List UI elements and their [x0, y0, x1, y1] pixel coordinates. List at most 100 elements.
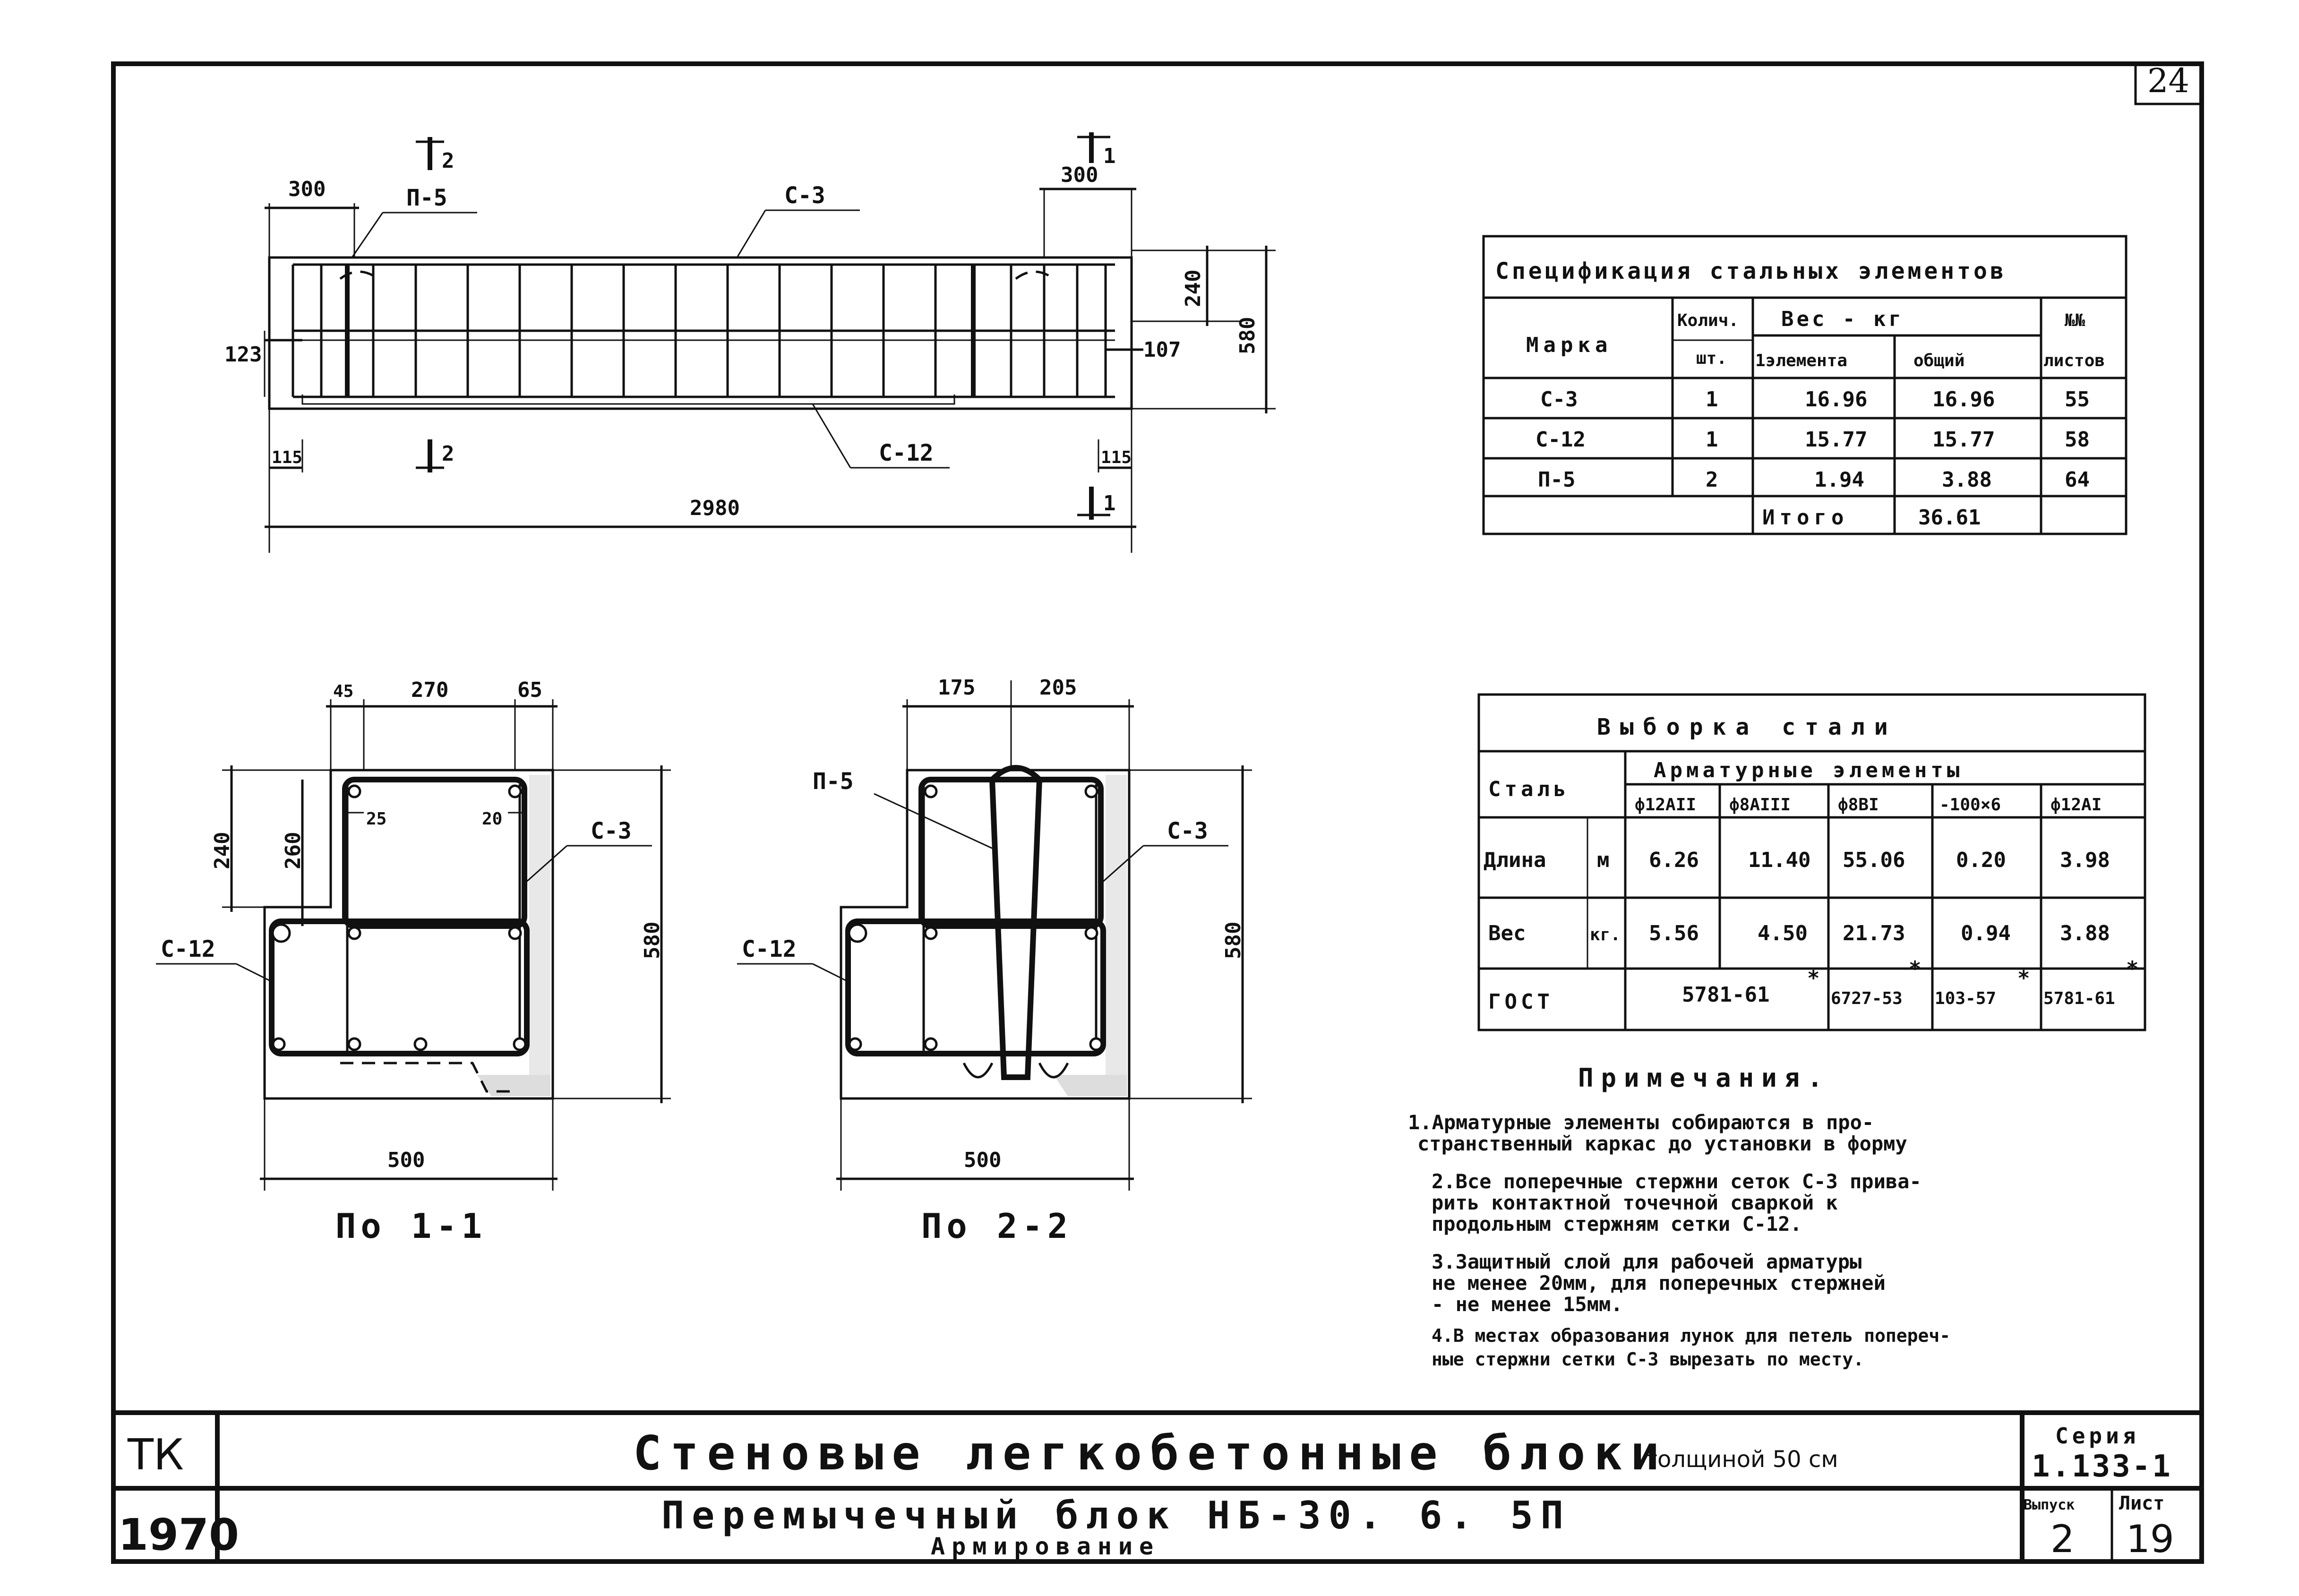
- subtitle-2: Армирование: [931, 1533, 1160, 1560]
- svg-text:580: 580: [640, 922, 664, 959]
- sheet-frame: 24: [111, 61, 2204, 1564]
- section-2-2: 175 205 580 500 П-5 С-3 С-12 По 2-2: [737, 676, 1252, 1246]
- beam-elevation: 300 300 240 580 123 107 2980 115 115: [224, 132, 1276, 553]
- svg-text:260: 260: [281, 832, 305, 869]
- notes-title: Примечания.: [1578, 1063, 1830, 1093]
- svg-text:1: 1: [1103, 491, 1116, 515]
- spec-row-1-mark: С-3: [1540, 387, 1578, 412]
- svg-text:0.20: 0.20: [1956, 848, 2006, 872]
- svg-text:205: 205: [1039, 676, 1077, 700]
- spec-total-value: 36.61: [1918, 506, 1981, 530]
- svg-text:3.98: 3.98: [2060, 848, 2110, 872]
- svg-text:45: 45: [333, 682, 353, 701]
- issue-value: 2: [2050, 1517, 2075, 1561]
- svg-text:21.73: 21.73: [1843, 921, 1905, 945]
- svg-text:*: *: [2017, 966, 2030, 990]
- steel-row-weight-label: Вес: [1488, 921, 1526, 945]
- svg-text:55.06: 55.06: [1843, 848, 1905, 872]
- svg-text:ф12АII: ф12АII: [1635, 795, 1696, 815]
- svg-text:шт.: шт.: [1696, 349, 1727, 368]
- dim-upper-height: 240: [1181, 270, 1205, 307]
- svg-text:1: 1: [1706, 387, 1718, 412]
- svg-text:500: 500: [964, 1148, 1001, 1172]
- dim-left-cut: 115: [272, 448, 302, 467]
- dim-right-end: 300: [1061, 163, 1098, 187]
- main-title: Стеновые легкобетонные блоки: [633, 1425, 1668, 1481]
- svg-text:Марка: Марка: [1526, 333, 1612, 357]
- svg-text:580: 580: [1221, 922, 1245, 959]
- spec-row-2-mark: С-12: [1536, 428, 1586, 452]
- svg-text:0.94: 0.94: [1961, 921, 2011, 945]
- svg-text:- не менее 15мм.: - не менее 15мм.: [1432, 1293, 1623, 1316]
- svg-text:*: *: [1909, 957, 1922, 981]
- svg-text:ные стержни сетки С-3 вырезать: ные стержни сетки С-3 вырезать по месту.: [1432, 1349, 1864, 1370]
- svg-text:2: 2: [442, 442, 455, 466]
- steel-gost-label: ГОСТ: [1488, 990, 1553, 1014]
- spec-row-3-mark: П-5: [1538, 468, 1575, 492]
- dim-left-offset: 123: [224, 343, 262, 367]
- sheet-label: Лист: [2119, 1493, 2164, 1514]
- notes: Примечания. 1.Арматурные элементы собира…: [1408, 1063, 1950, 1370]
- svg-text:175: 175: [938, 676, 975, 700]
- svg-text:1.94: 1.94: [1814, 468, 1864, 492]
- steel-table: Выборка стали Сталь Арматурные элементы …: [1477, 693, 2146, 1031]
- svg-text:5.56: 5.56: [1649, 921, 1699, 945]
- svg-text:16.96: 16.96: [1932, 387, 1995, 412]
- tk-code: ТК: [127, 1430, 184, 1480]
- svg-text:Арматурные элементы: Арматурные элементы: [1654, 758, 1963, 782]
- dim-right-cut: 115: [1101, 448, 1132, 467]
- svg-text:Колич.: Колич.: [1677, 311, 1739, 330]
- svg-text:2: 2: [1706, 468, 1718, 492]
- section-mark-1-bottom: 1: [1077, 487, 1116, 520]
- svg-text:*: *: [1807, 966, 1820, 990]
- subtitle: Перемычечный блок НБ-30. 6. 5П: [661, 1493, 1571, 1537]
- dim-length: 2980: [690, 496, 740, 520]
- svg-text:11.40: 11.40: [1748, 848, 1810, 872]
- svg-text:500: 500: [387, 1148, 425, 1172]
- spec-table: Спецификация стальных элементов Марка Ко…: [1482, 235, 2127, 535]
- dim-right-offset: 107: [1143, 338, 1181, 362]
- svg-text:1: 1: [1706, 428, 1718, 452]
- svg-text:рить контактной точечной сварк: рить контактной точечной сваркой к: [1432, 1191, 1838, 1214]
- steel-title: Выборка стали: [1597, 714, 1897, 740]
- svg-text:16.96: 16.96: [1805, 387, 1867, 412]
- series-value: 1.133-1: [2032, 1449, 2172, 1484]
- svg-text:Вес - кг: Вес - кг: [1781, 307, 1904, 331]
- svg-text:6727-53: 6727-53: [1831, 989, 1903, 1008]
- svg-text:общий: общий: [1913, 351, 1964, 370]
- spec-title: Спецификация стальных элементов: [1495, 258, 2007, 284]
- svg-text:Сталь: Сталь: [1488, 777, 1570, 801]
- svg-text:не менее 20мм, для поперечных: не менее 20мм, для поперечных стержней: [1432, 1271, 1886, 1295]
- svg-text:№№: №№: [2064, 311, 2085, 330]
- svg-text:*: *: [2126, 957, 2139, 981]
- svg-text:ф8АIII: ф8АIII: [1729, 795, 1791, 815]
- svg-text:55: 55: [2065, 387, 2090, 412]
- svg-text:3.Защитный слой для рабочей ар: 3.Защитный слой для рабочей арматуры: [1432, 1250, 1862, 1273]
- svg-text:2.Все поперечные стержни сеток: 2.Все поперечные стержни сеток С-3 прива…: [1432, 1170, 1922, 1193]
- s2-label-c12: С-12: [742, 936, 797, 962]
- svg-text:странственный каркас до устано: странственный каркас до установки в форм…: [1417, 1132, 1907, 1155]
- svg-text:58: 58: [2065, 428, 2090, 452]
- svg-text:5781-61: 5781-61: [2043, 989, 2115, 1008]
- svg-text:кг.: кг.: [1590, 925, 1621, 944]
- svg-text:64: 64: [2065, 468, 2090, 492]
- svg-text:-100×6: -100×6: [1939, 795, 2001, 815]
- section-mark-2-bottom: 2: [416, 439, 455, 472]
- svg-text:листов: листов: [2043, 351, 2105, 370]
- svg-text:продольным стержням сетки С-12: продольным стержням сетки С-12.: [1432, 1212, 1802, 1236]
- svg-text:1: 1: [1103, 144, 1116, 168]
- svg-text:15.77: 15.77: [1805, 428, 1867, 452]
- section-1-1: 45 270 65 240 260 25 20 580 500 С-3 С-12…: [156, 678, 671, 1246]
- spec-total-label: Итого: [1762, 506, 1848, 530]
- svg-text:2: 2: [442, 149, 455, 173]
- steel-row-length-label: Длина: [1484, 848, 1546, 872]
- svg-text:1.Арматурные элементы собирают: 1.Арматурные элементы собираются в про-: [1408, 1111, 1874, 1134]
- dim-total-height: 580: [1235, 317, 1260, 354]
- label-p5: П-5: [406, 185, 447, 211]
- s1-label-c12: С-12: [161, 936, 215, 962]
- svg-text:3.88: 3.88: [2060, 921, 2110, 945]
- caption-section-2: По 2-2: [921, 1206, 1072, 1246]
- sheet-number: 24: [2147, 61, 2189, 100]
- svg-text:103-57: 103-57: [1935, 989, 1996, 1008]
